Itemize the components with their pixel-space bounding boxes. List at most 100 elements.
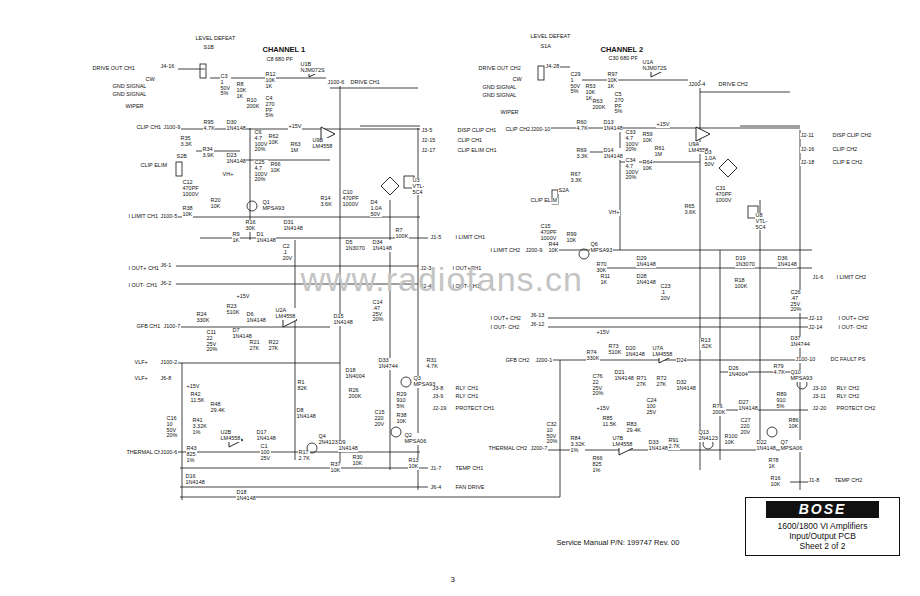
component-label: R16 10K <box>770 476 781 488</box>
component-label: J4-16 <box>160 64 175 70</box>
component-label: C30 680 PF <box>608 56 638 62</box>
component-label: Q1 MPSA93 <box>262 200 285 212</box>
component-label: +15V <box>596 406 610 412</box>
component-label: RLY CH1 <box>455 394 479 400</box>
component-label: U3 VTL-5C4 <box>412 178 425 195</box>
component-label: D7 1N4148 <box>232 328 252 340</box>
component-label: +15V <box>596 330 610 336</box>
component-label: D17 1N4148 <box>256 430 276 442</box>
component-label: PROTECT CH2 <box>836 406 876 412</box>
component-label: U8 VTL-5C4 <box>755 213 768 230</box>
component-label: C1 100 25V <box>260 444 271 461</box>
component-label: I LIMIT CH1 <box>455 235 486 241</box>
component-label: R63 1M <box>290 142 301 154</box>
component-label: D32 1N4148 <box>676 380 696 392</box>
component-label: R86 10K <box>788 418 799 430</box>
component-label: Service Manual P/N: 199747 Rev. 00 <box>556 539 680 547</box>
component-label: C29 1 50V 5% <box>570 72 581 95</box>
component-label: R26 200K <box>348 388 362 400</box>
transistor-symbol <box>579 249 589 259</box>
component-label: Q7 MPSA06 <box>780 440 803 452</box>
transistor-symbol <box>767 427 777 437</box>
component-label: J6-13 <box>530 313 545 319</box>
component-label: D1 1N4148 <box>256 232 276 244</box>
component-label: C15 220 20V <box>374 410 385 427</box>
component-label: I OUT- CH2 <box>490 325 520 331</box>
component-label: R8 10K 1K <box>236 82 247 99</box>
component-label: R83 29.4K <box>626 422 641 434</box>
component-label: S1B <box>203 45 214 51</box>
component-label: RLY CH2 <box>836 394 860 400</box>
component-label: I LIMIT CH1 <box>128 214 159 220</box>
component-label: D6 1N4148 <box>246 312 266 324</box>
component-label: C8 680 PF <box>266 57 293 63</box>
component-label: J1-7 <box>430 466 442 472</box>
component-label: J3-8 <box>432 386 444 392</box>
component-label: CLIP ELIM <box>530 198 558 204</box>
transistor-symbol <box>401 377 411 387</box>
component-label: GFB CH1 <box>136 324 161 330</box>
component-label: C11 22 25V 20% <box>206 330 218 353</box>
component-label: D27 1N4148 <box>738 400 758 412</box>
component-label: J6-8 <box>160 376 172 382</box>
component-label: R67 3.3K <box>570 172 582 184</box>
component-label: D18 1N4148 <box>236 490 256 502</box>
component-label: I LIMIT CH2 <box>490 248 521 254</box>
component-label: R37 10K <box>330 462 341 474</box>
component-label: D30 1N4148 <box>226 120 246 132</box>
component-label: J100-10 <box>795 357 816 363</box>
component-label: D36 1N4148 <box>777 256 797 268</box>
component-label: R73 510K <box>608 344 622 356</box>
component-label: J2-15 <box>421 138 436 144</box>
component-label: J6-4 <box>430 485 442 491</box>
component-label: CLIP CH2 <box>832 147 858 153</box>
component-label: R69 3.3K <box>576 148 588 160</box>
component-label: D31 1N4148 <box>283 220 303 232</box>
component-label: DRIVE OUT CH2 <box>478 66 521 72</box>
component-label: DISP CLIP CH2 <box>832 133 872 139</box>
component-label: R30 10K <box>352 455 363 467</box>
component-label: D18 1N4004 <box>345 368 365 380</box>
component-label: J100-6 <box>327 80 345 86</box>
component-label: WIPER <box>125 104 144 110</box>
component-label: J200-10 <box>530 127 551 133</box>
component-label: C12 470PF 1000V <box>182 180 199 197</box>
component-label: J3-5 <box>421 128 433 134</box>
component-label: J2-16 <box>800 147 815 153</box>
component-label: C14 .47 25V 20% <box>372 300 384 323</box>
component-label: R71 27K <box>636 376 647 388</box>
component-label: D5 1N3070 <box>345 240 365 252</box>
component-label: C76 22 25V 20% <box>592 374 604 397</box>
wire <box>720 250 721 460</box>
component-label: J100-7 <box>163 324 181 330</box>
component-label: GND SIGNAL <box>482 85 517 91</box>
wire <box>178 363 340 364</box>
component-label: R76 200K <box>712 404 726 416</box>
component-label: C25 4.7 100V 20% <box>254 160 268 183</box>
component-label: J2-14 <box>808 325 823 331</box>
component-label: R10 200K <box>246 98 260 110</box>
component-label: D28 1N4148 <box>636 274 656 286</box>
component-label: J6-2 <box>160 281 172 287</box>
component-label: C26 .47 25V 20% <box>790 290 802 313</box>
component-label: D24 <box>676 358 687 364</box>
component-label: R9 1K <box>232 232 240 244</box>
component-label: J2-18 <box>800 160 815 166</box>
component-label: R14 3.6K <box>320 196 332 208</box>
wire <box>360 126 420 127</box>
component-label: CLIP E CH2 <box>832 160 863 166</box>
component-label: D23 1N4148 <box>226 153 246 165</box>
component-label: R95 4.7K <box>203 120 215 132</box>
component-label: D15 1N4148 <box>333 314 353 326</box>
component-label: R22 27K <box>268 340 279 352</box>
component-label: D21 1N4148 <box>614 370 634 382</box>
component-label: J2-17 <box>421 148 436 154</box>
component-label: D33 1N4148 <box>648 440 668 452</box>
component-label: R44 10K <box>548 242 559 254</box>
component-label: J1-5 <box>430 235 442 241</box>
component-label: Q2 MPSA06 <box>404 433 427 445</box>
component-label: C6 4.7 100V 20% <box>254 130 268 153</box>
component-label: CLIP CH1 <box>457 138 483 144</box>
component-label: R13 10K <box>408 458 419 470</box>
wire <box>740 126 800 127</box>
